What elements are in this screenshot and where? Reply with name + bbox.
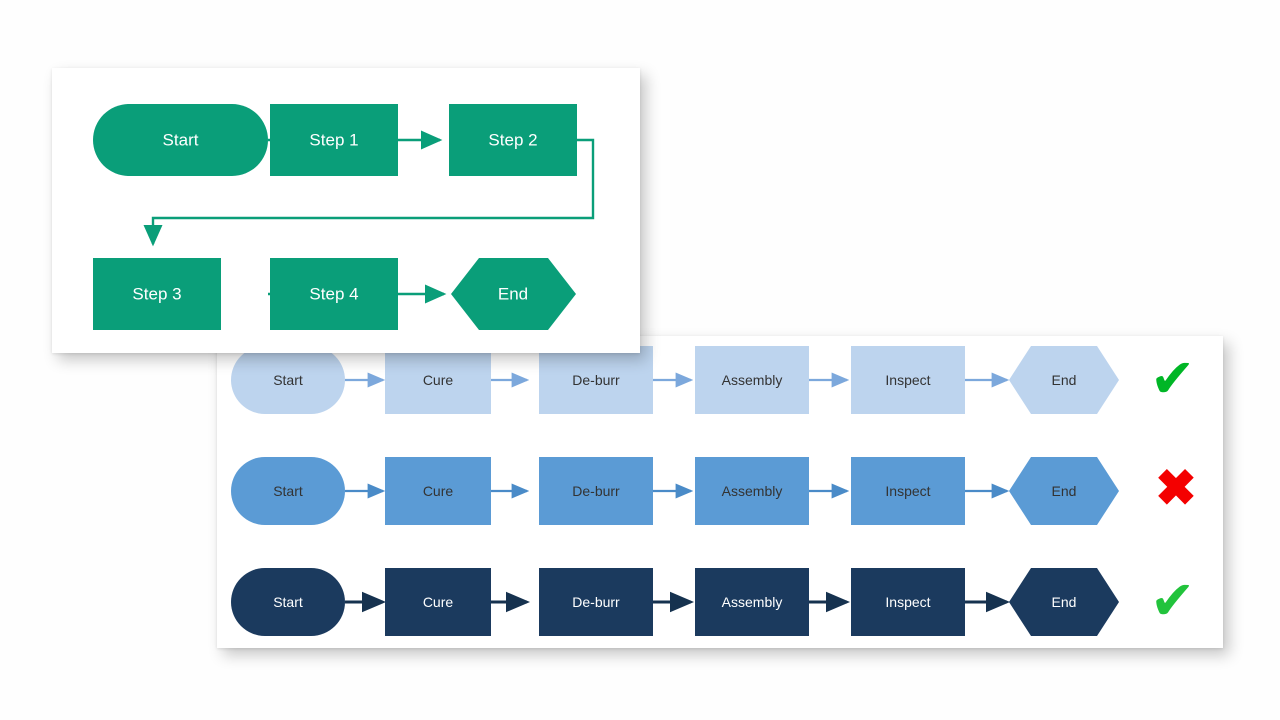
row-light-node-start[interactable]: Start bbox=[231, 346, 345, 414]
status-cross-icon-row-2: ✖ bbox=[1155, 460, 1197, 516]
row-medium-node-inspect[interactable]: Inspect bbox=[851, 457, 965, 525]
row-medium-label-4: Inspect bbox=[885, 483, 930, 499]
row-medium-node-cure[interactable]: Cure bbox=[385, 457, 491, 525]
flow-node-step3-label: Step 3 bbox=[132, 285, 181, 304]
process-row-medium: Start Cure De-burr Assembly Inspect bbox=[231, 457, 1119, 525]
process-variants-card: Start Cure De-burr Assembly Inspect bbox=[217, 336, 1223, 648]
row-dark-node-cure[interactable]: Cure bbox=[385, 568, 491, 636]
row-dark-label-4: Inspect bbox=[885, 594, 930, 610]
row-light-label-5: End bbox=[1052, 372, 1077, 388]
row-light-node-assembly[interactable]: Assembly bbox=[695, 346, 809, 414]
row-light-label-3: Assembly bbox=[722, 372, 783, 388]
flow-node-step4[interactable]: Step 4 bbox=[270, 258, 398, 330]
flow-node-step1-label: Step 1 bbox=[309, 131, 358, 150]
row-light-node-cure[interactable]: Cure bbox=[385, 346, 491, 414]
row-dark-node-start[interactable]: Start bbox=[231, 568, 345, 636]
row-medium-label-3: Assembly bbox=[722, 483, 783, 499]
flow-node-step1[interactable]: Step 1 bbox=[270, 104, 398, 176]
flow-node-step4-label: Step 4 bbox=[309, 285, 358, 304]
row-medium-label-5: End bbox=[1052, 483, 1077, 499]
row-dark-label-5: End bbox=[1052, 594, 1077, 610]
row-light-node-deburr[interactable]: De-burr bbox=[539, 346, 653, 414]
flow-node-step2-label: Step 2 bbox=[488, 131, 537, 150]
row-light-label-0: Start bbox=[273, 372, 303, 388]
row-medium-node-deburr[interactable]: De-burr bbox=[539, 457, 653, 525]
row-dark-label-3: Assembly bbox=[722, 594, 783, 610]
green-flowchart-card: Start Step 1 Step 2 Step 3 Step 4 End bbox=[52, 68, 640, 353]
row-medium-label-1: Cure bbox=[423, 483, 454, 499]
flow-node-end-label: End bbox=[498, 285, 528, 304]
row-light-label-1: Cure bbox=[423, 372, 454, 388]
row-light-node-end[interactable]: End bbox=[1009, 346, 1119, 414]
row-dark-label-2: De-burr bbox=[572, 594, 620, 610]
connector-step2-step3 bbox=[143, 138, 595, 247]
row-dark-node-assembly[interactable]: Assembly bbox=[695, 568, 809, 636]
row-dark-label-1: Cure bbox=[423, 594, 454, 610]
row-dark-node-end[interactable]: End bbox=[1009, 568, 1119, 636]
row-medium-node-end[interactable]: End bbox=[1009, 457, 1119, 525]
row-light-node-inspect[interactable]: Inspect bbox=[851, 346, 965, 414]
row-light-label-2: De-burr bbox=[572, 372, 620, 388]
row-medium-node-assembly[interactable]: Assembly bbox=[695, 457, 809, 525]
flow-node-start-label: Start bbox=[163, 131, 199, 150]
row-dark-node-deburr[interactable]: De-burr bbox=[539, 568, 653, 636]
row-medium-node-start[interactable]: Start bbox=[231, 457, 345, 525]
flow-node-end[interactable]: End bbox=[451, 258, 576, 330]
row-dark-label-0: Start bbox=[273, 594, 303, 610]
process-row-light: Start Cure De-burr Assembly Inspect bbox=[231, 346, 1119, 414]
flow-node-step2[interactable]: Step 2 bbox=[449, 104, 577, 176]
process-variants-svg: Start Cure De-burr Assembly Inspect bbox=[231, 346, 1119, 636]
row-light-label-4: Inspect bbox=[885, 372, 930, 388]
status-check-icon-row-1: ✔ bbox=[1150, 347, 1196, 410]
row-medium-label-0: Start bbox=[273, 483, 303, 499]
green-flowchart-svg: Start Step 1 Step 2 Step 3 Step 4 End bbox=[93, 104, 595, 330]
flow-node-step3[interactable]: Step 3 bbox=[93, 258, 221, 330]
row-medium-label-2: De-burr bbox=[572, 483, 620, 499]
process-row-dark: Start Cure De-burr Assembly Inspect bbox=[231, 568, 1119, 636]
row-dark-node-inspect[interactable]: Inspect bbox=[851, 568, 965, 636]
flow-node-start[interactable]: Start bbox=[93, 104, 268, 176]
status-check-icon-row-3: ✔ bbox=[1150, 569, 1196, 632]
